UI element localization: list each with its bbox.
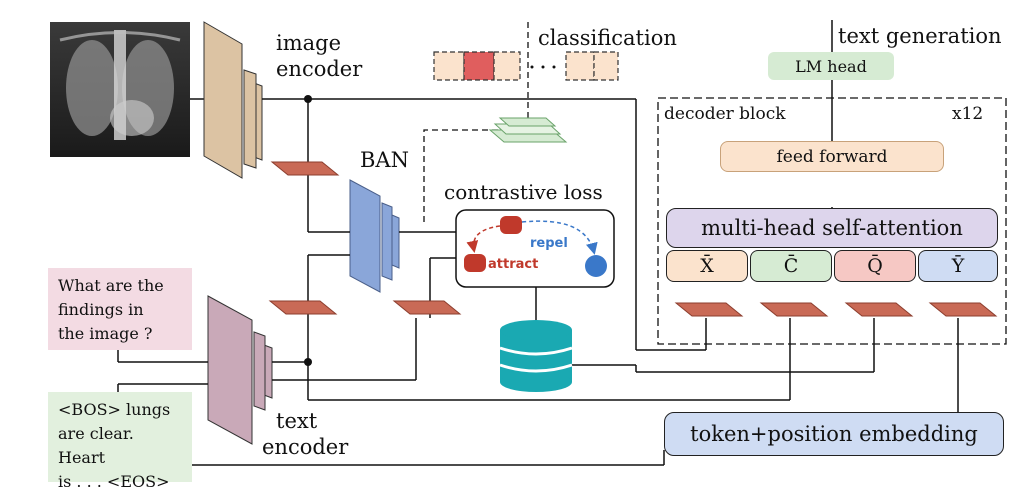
classification-connection (423, 22, 529, 224)
classification-label: classification (538, 26, 677, 50)
input-x: X̄ (666, 250, 748, 282)
attract-label: attract (488, 257, 539, 272)
decoder-block-label: decoder block (664, 104, 786, 124)
projection-layers (268, 161, 998, 317)
database-icon (499, 320, 573, 392)
projection-image (270, 161, 340, 176)
chest-xray-image (50, 22, 190, 157)
question-box: What are the findings in the image ? (48, 268, 192, 350)
input-q: Q̄ (834, 250, 916, 282)
attention-box: multi-head self-attention (666, 208, 998, 248)
contrastive-tokens (464, 216, 607, 277)
input-c: C̄ (750, 250, 832, 282)
projection-q (844, 302, 914, 317)
classifier-stack-icon (488, 117, 568, 143)
embedding-box: token+position embedding (664, 412, 1004, 456)
projection-c (759, 302, 829, 317)
repel-label: repel (530, 236, 568, 251)
lm-head-box: LM head (768, 52, 894, 80)
projection-x (674, 302, 744, 317)
ban-label: BAN (360, 148, 409, 172)
projection-text (268, 300, 338, 315)
image-encoder-block (203, 21, 263, 179)
projection-text-2 (392, 300, 462, 315)
projection-y (928, 302, 998, 317)
classification-vector (433, 51, 619, 81)
text-encoder-block (207, 295, 273, 445)
repeat-label: x12 (952, 104, 984, 124)
ellipsis-dots (530, 65, 556, 69)
contrastive-loss-box (455, 209, 615, 288)
input-y: Ȳ (918, 250, 998, 282)
text-generation-label: text generation (838, 24, 1002, 48)
feed-forward-box: feed forward (720, 141, 944, 172)
image-encoder-label: image encoder (276, 31, 363, 81)
ban-block (349, 179, 400, 293)
text-encoder-label: text encoder (262, 409, 349, 459)
decoder-block-frame (657, 97, 1007, 345)
contrastive-loss-label: contrastive loss (444, 180, 603, 204)
report-box: <BOS> lungs are clear. Heart is . . . <E… (48, 392, 192, 491)
